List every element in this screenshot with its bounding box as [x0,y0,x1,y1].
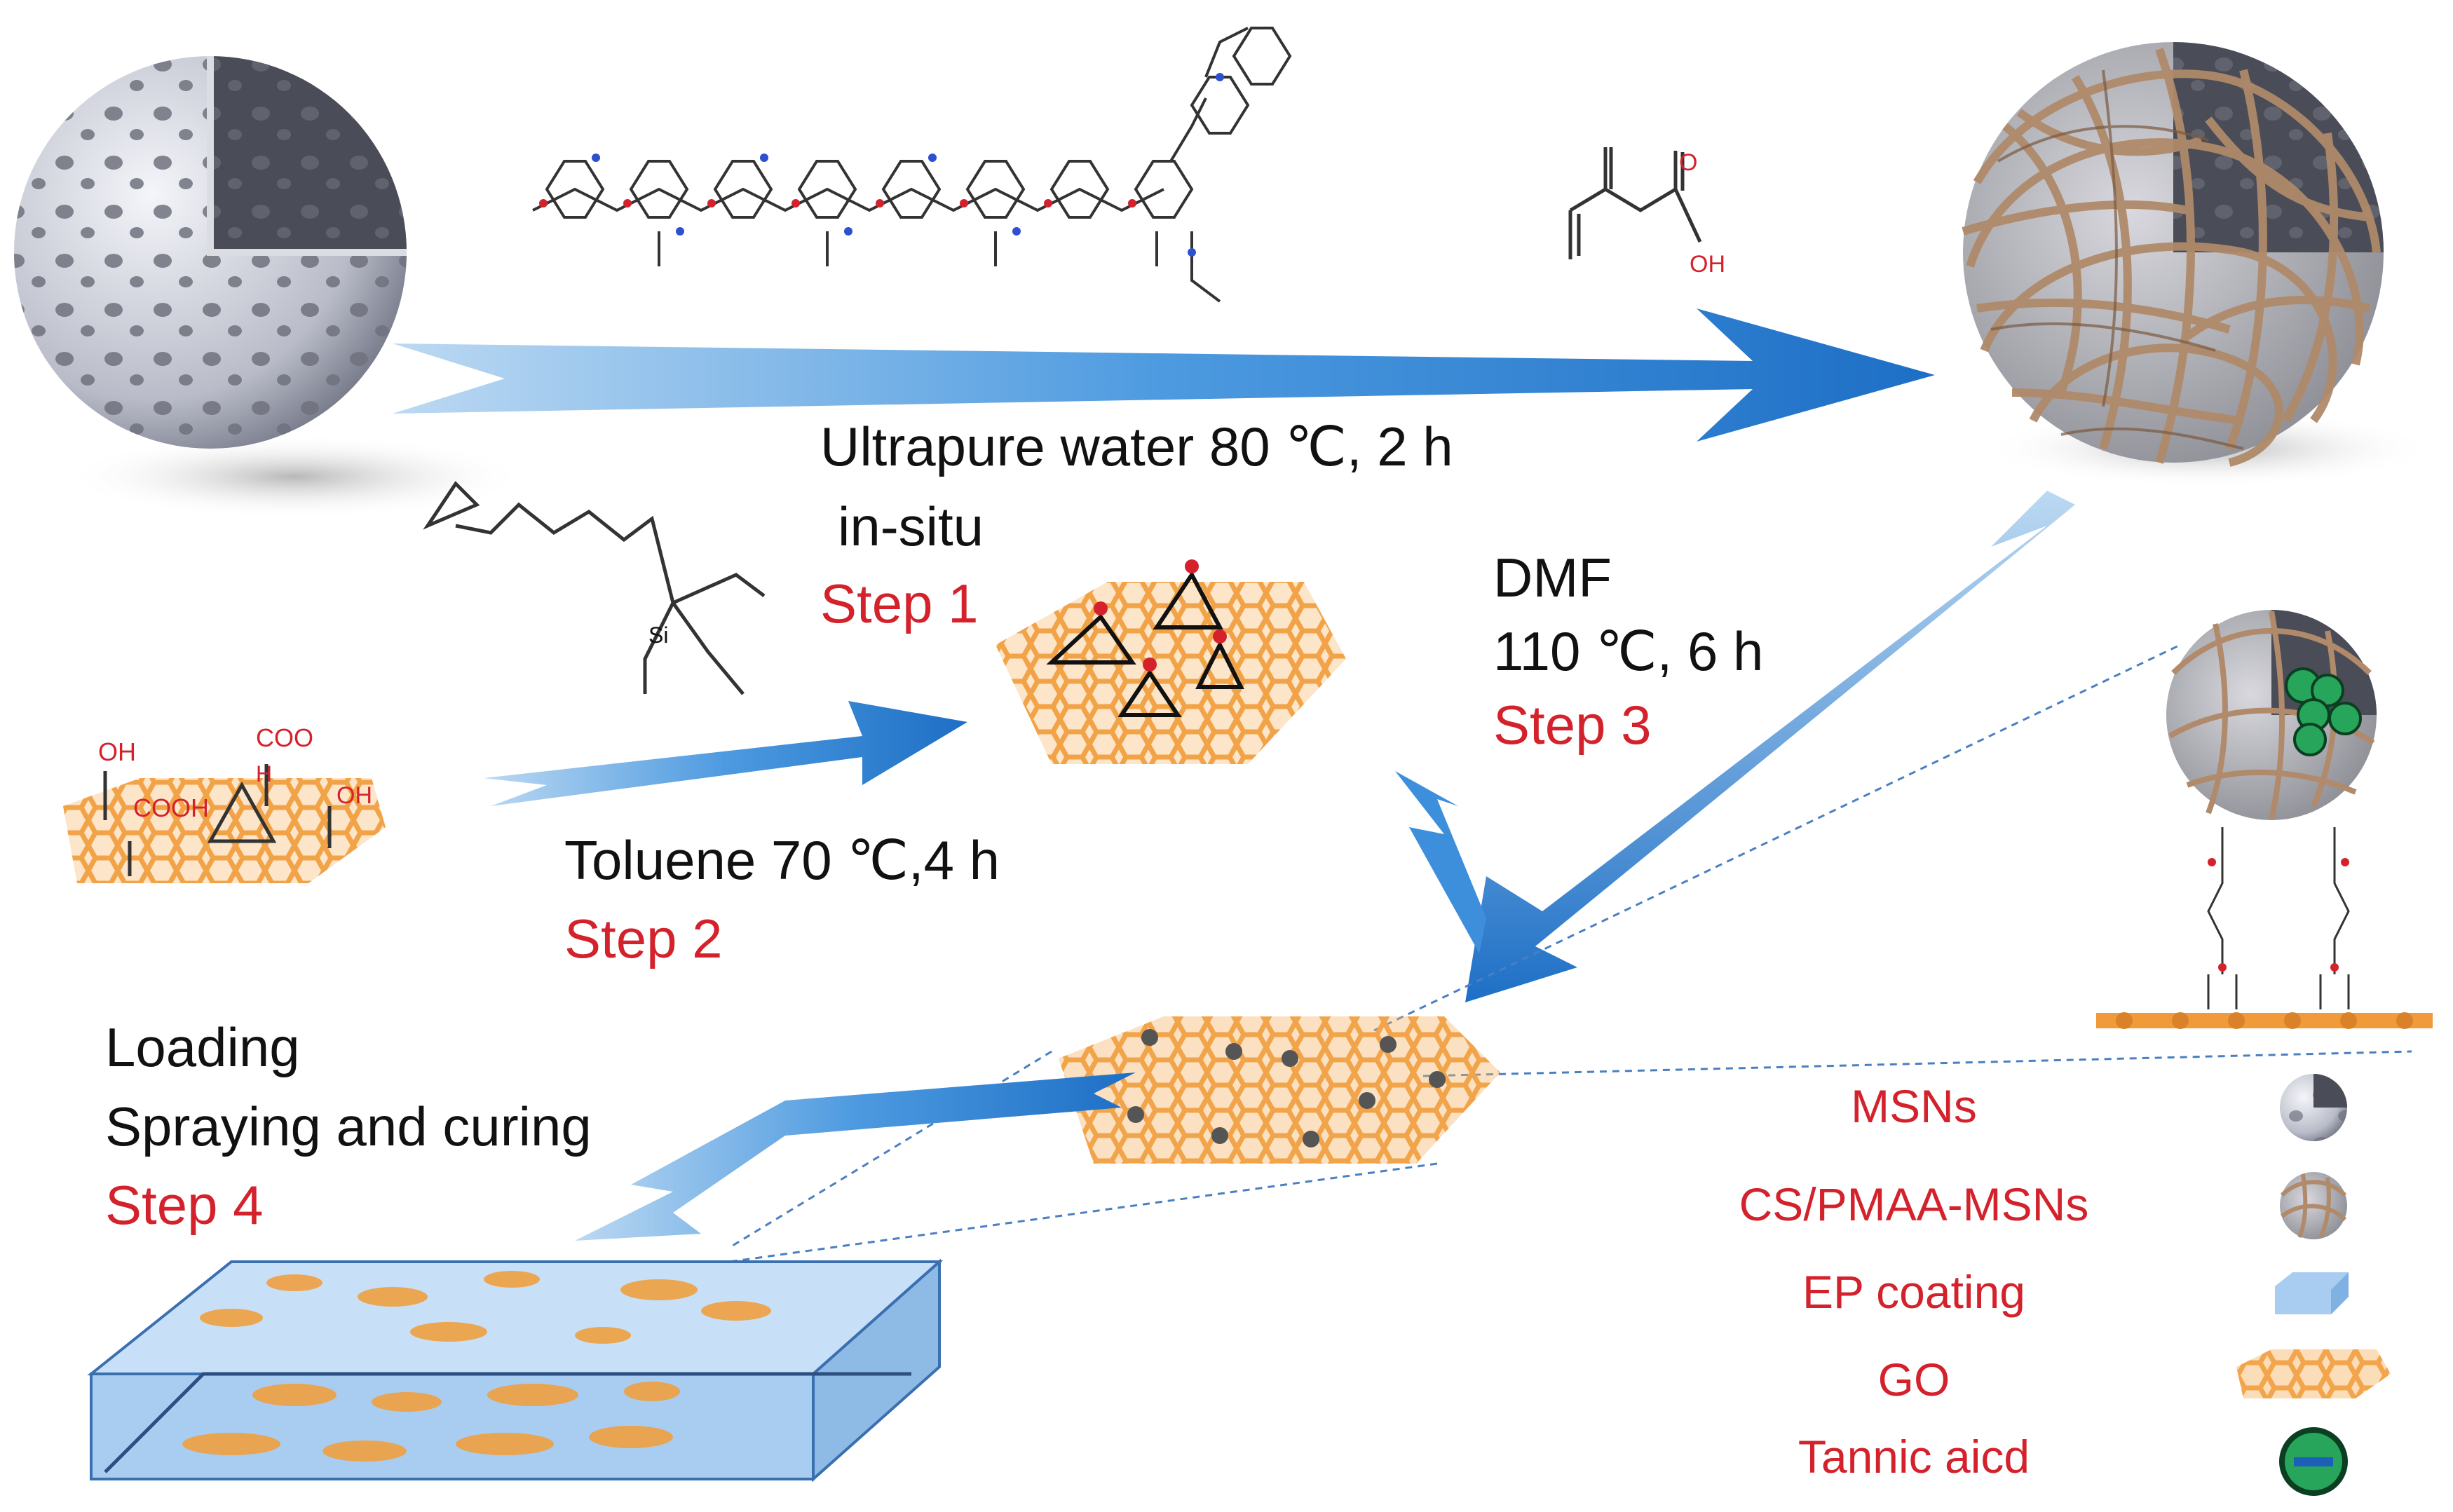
legend-blue-block-icon [2275,1272,2349,1314]
acid-hydroxyl-label: OH [1690,251,1725,278]
step3-label: Step 3 [1493,694,1652,756]
legend-graphene-sheet-icon [2236,1349,2391,1398]
silane-structure [423,481,766,695]
go-oh-left-label: OH [98,737,136,766]
step1-note: in-situ [838,496,984,557]
step3-solvent: DMF [1493,547,1612,608]
step2-arrow [484,701,967,806]
go-cooh-label: COOH [133,794,209,822]
step4-arrow [575,1072,1136,1241]
legend-tannic-label: Tannic aicd [1798,1431,2030,1483]
go-coo-label: COO [256,723,314,752]
step4-spraying: Spraying and curing [105,1096,592,1157]
acid-oxygen-label: O [1679,149,1698,176]
legend-tannic-acid-icon [2279,1427,2348,1496]
msn-sphere-image [14,56,526,519]
step3-condition: 110 ℃, 6 h [1493,620,1764,682]
legend-go-label: GO [1877,1354,1950,1405]
chitosan-structure [532,27,1292,303]
step2-label: Step 2 [564,908,723,969]
step4-loading: Loading [105,1016,300,1078]
methacrylic-acid-structure [1568,147,1702,259]
step2-condition: Toluene 70 ℃,4 h [564,829,1000,891]
step1-condition: Ultrapure water 80 ℃, 2 h [820,416,1453,477]
go-sheet-left [63,764,386,883]
step1-label: Step 1 [820,573,979,634]
step1-arrow [393,308,1935,442]
ep-coating-block [87,1258,944,1483]
cs-pmaa-msn-sphere-image [1962,42,2433,487]
step3-arrow-branch [1395,771,1486,953]
legend-msn-label: MSNs [1851,1080,1977,1132]
chitosan-atoms [539,73,1224,257]
composite-inset [2096,610,2433,1029]
legend-ep-label: EP coating [1802,1266,2025,1318]
step4-label: Step 4 [105,1174,264,1236]
go-h-label: H [256,761,273,786]
legend-msn-icon [2280,1074,2347,1141]
go-loaded-sheet [1059,1016,1500,1164]
legend-cs-pmaa-label: CS/PMAA-MSNs [1739,1178,2089,1230]
legend-coated-sphere-icon [2280,1172,2347,1239]
zoom-lines [728,643,2412,1263]
step3-arrow-main [1465,491,2075,1002]
go-epoxy-sheet [996,559,1346,764]
silane-si-label: Si [648,622,669,648]
go-oh-right-label: OH [337,782,372,809]
